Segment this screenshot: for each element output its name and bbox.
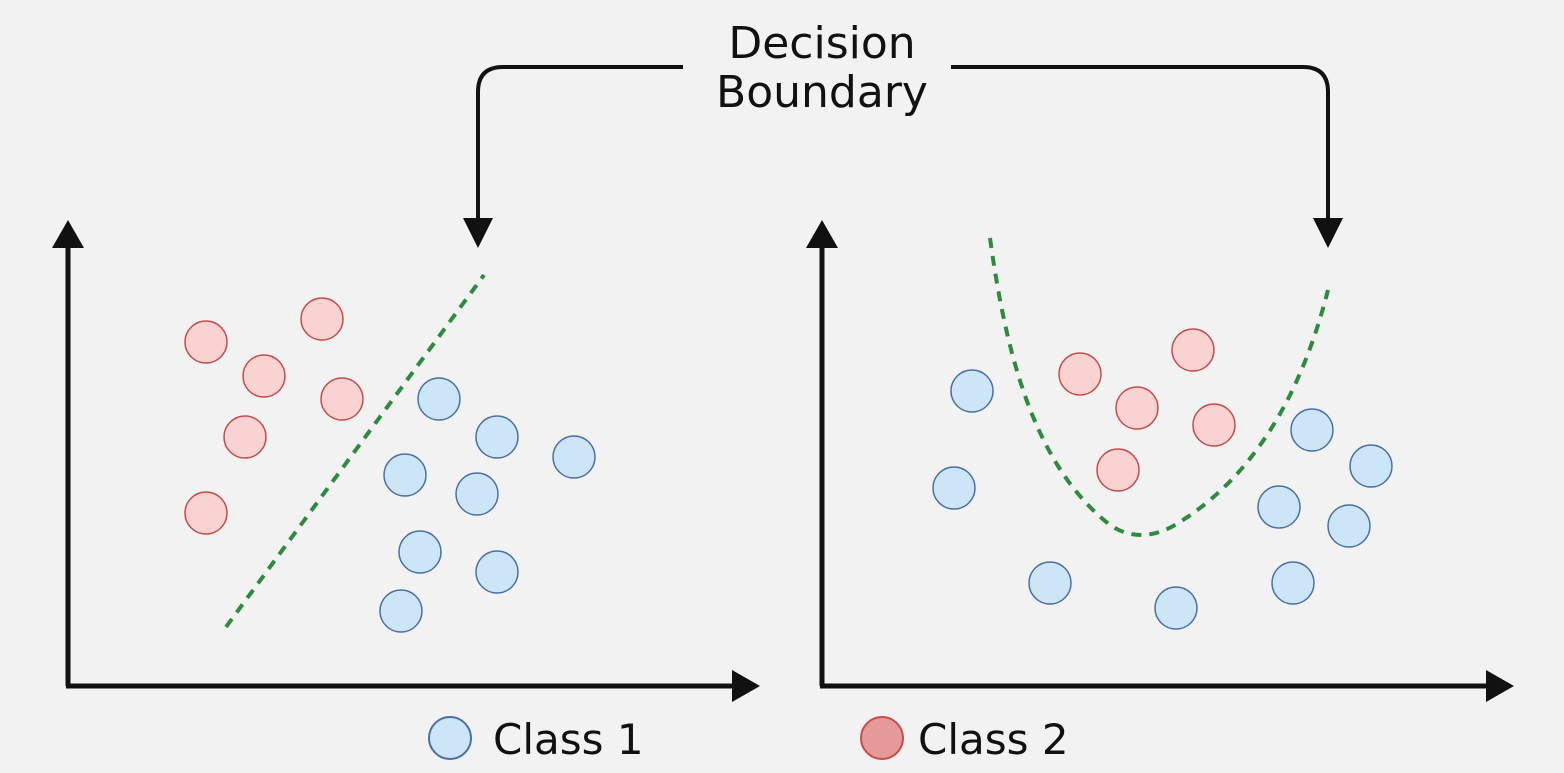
callout-arrowhead-right xyxy=(1313,218,1343,248)
callout-arrow-right xyxy=(951,65,1330,222)
callout-arrowhead-left xyxy=(463,218,493,248)
x-axis-arrowhead-right xyxy=(1486,670,1514,702)
legend-label-class-2: Class 2 xyxy=(918,715,1069,764)
title-line-1: Decision xyxy=(728,18,915,69)
class-1-point xyxy=(455,472,499,516)
class-2-point xyxy=(242,354,286,398)
class-1-point xyxy=(475,415,519,459)
panel-curved xyxy=(806,220,1514,702)
class-1-point xyxy=(1028,561,1072,605)
legend-swatch-class-1 xyxy=(428,716,472,760)
class-1-point xyxy=(1327,504,1371,548)
legend-swatch-class-2 xyxy=(860,716,904,760)
class-1-point xyxy=(475,550,519,594)
linear-decision-boundary xyxy=(224,273,486,629)
y-axis-arrowhead-left xyxy=(52,220,84,248)
callout-arrows xyxy=(463,65,1343,248)
class-1-point xyxy=(1290,408,1334,452)
class-1-point xyxy=(1271,561,1315,605)
class-2-point xyxy=(1192,403,1236,447)
class-1-point xyxy=(1349,444,1393,488)
class-2-point xyxy=(184,491,228,535)
class-2-point xyxy=(320,377,364,421)
class-1-point xyxy=(383,453,427,497)
class-1-point xyxy=(1154,586,1198,630)
class-2-point xyxy=(223,415,267,459)
panel-linear xyxy=(52,220,760,702)
class-1-point xyxy=(1257,485,1301,529)
class-1-point xyxy=(552,435,596,479)
class-1-point xyxy=(379,589,423,633)
x-axis-arrowhead-left xyxy=(732,670,760,702)
class-2-point xyxy=(1058,352,1102,396)
class-2-point xyxy=(1115,386,1159,430)
title-line-2: Boundary xyxy=(716,67,928,118)
class-1-point xyxy=(932,466,976,510)
axes-right xyxy=(819,246,1488,689)
legend-label-class-1: Class 1 xyxy=(493,715,644,764)
class-2-point xyxy=(1171,328,1215,372)
class-1-point xyxy=(950,369,994,413)
class-2-point xyxy=(1096,448,1140,492)
class-2-point xyxy=(300,297,344,341)
class-2-point xyxy=(184,320,228,364)
points-left xyxy=(184,297,596,633)
callout-arrow-left xyxy=(476,65,683,222)
legend: Class 1 Class 2 xyxy=(428,715,1069,764)
class-1-point xyxy=(398,530,442,574)
curved-decision-boundary xyxy=(988,237,1330,537)
diagram-title: Decision Boundary xyxy=(716,18,928,118)
axes-left xyxy=(65,246,734,689)
y-axis-arrowhead-right xyxy=(806,220,838,248)
points-right xyxy=(932,328,1393,630)
class-1-point xyxy=(417,377,461,421)
